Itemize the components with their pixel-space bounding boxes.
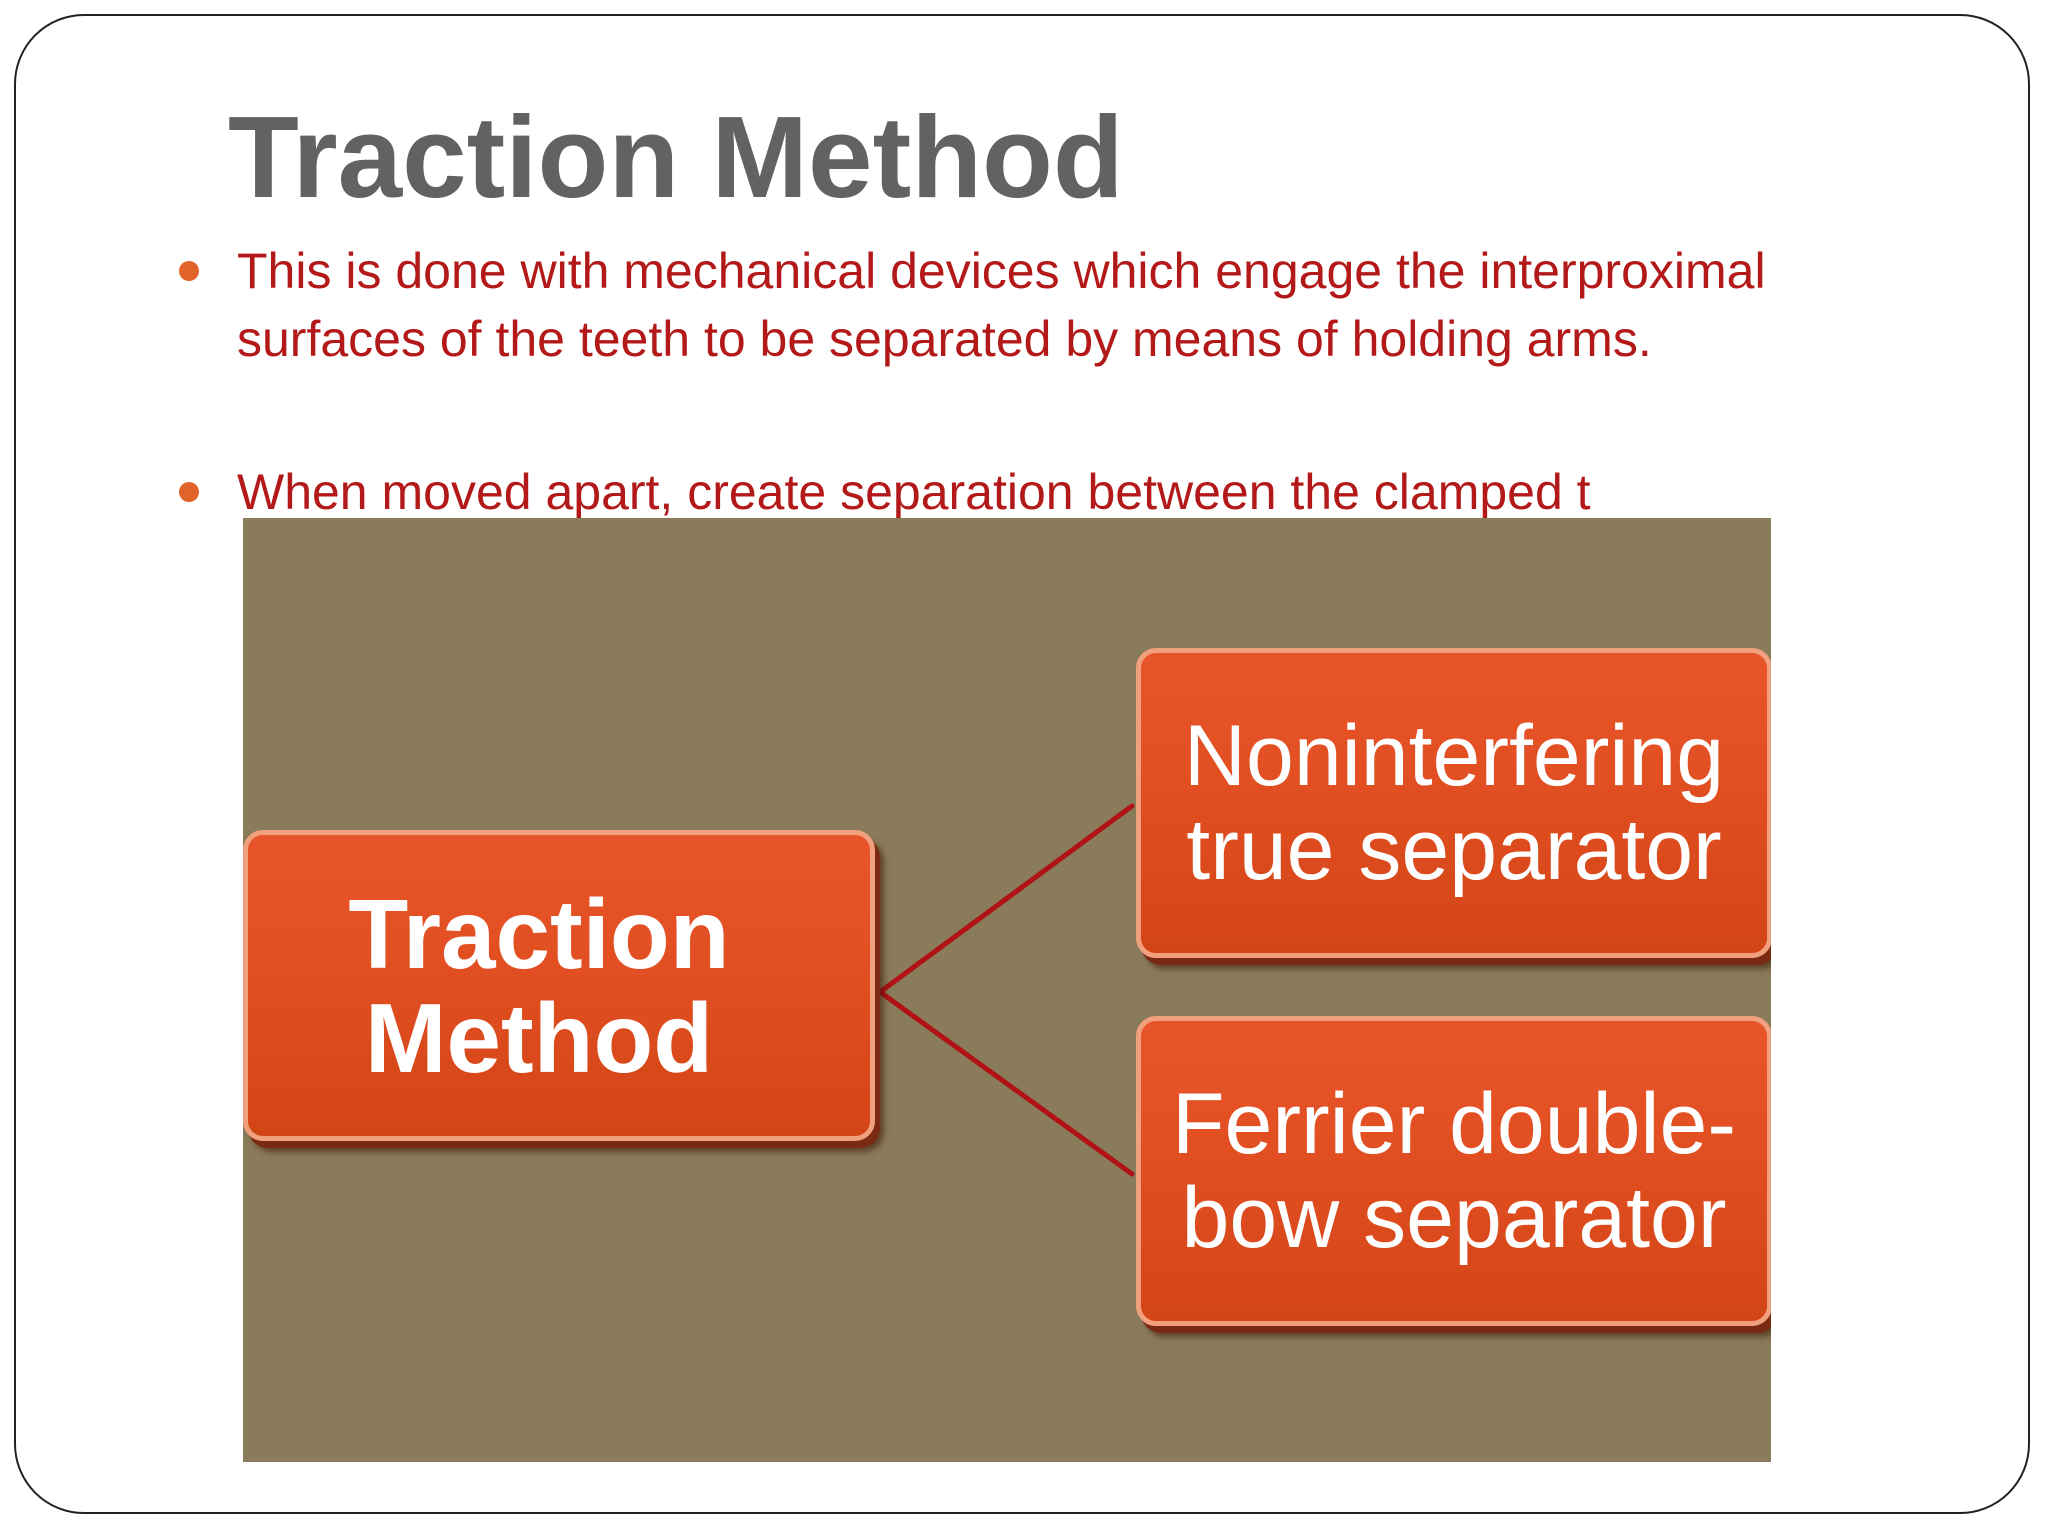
- diagram-panel: Traction Method Noninterfering true sepa…: [243, 518, 1771, 1462]
- connector-root-to-child-1: [877, 803, 1135, 995]
- bullet-text: This is done with mechanical devices whi…: [237, 243, 1766, 367]
- bullet-item: This is done with mechanical devices whi…: [179, 237, 1857, 373]
- diagram-node-root: Traction Method: [243, 830, 875, 1141]
- bullet-item: When moved apart, create separation betw…: [179, 458, 1857, 526]
- diagram-node-label: Ferrier double- bow separator: [1172, 1076, 1736, 1266]
- slide-title: Traction Method: [228, 92, 1124, 222]
- connector-lines: [877, 803, 1135, 1177]
- bullet-marker-icon: [179, 482, 199, 502]
- diagram-node-root-label: Traction Method: [348, 878, 730, 1093]
- diagram-node-noninterfering-separator: Noninterfering true separator: [1136, 648, 1771, 958]
- bullet-text: When moved apart, create separation betw…: [237, 464, 1591, 520]
- diagram-node-label: Noninterfering true separator: [1183, 708, 1725, 898]
- bullet-marker-icon: [179, 261, 199, 281]
- connector-root-to-child-2: [877, 989, 1135, 1177]
- diagram-node-ferrier-separator: Ferrier double- bow separator: [1136, 1016, 1771, 1326]
